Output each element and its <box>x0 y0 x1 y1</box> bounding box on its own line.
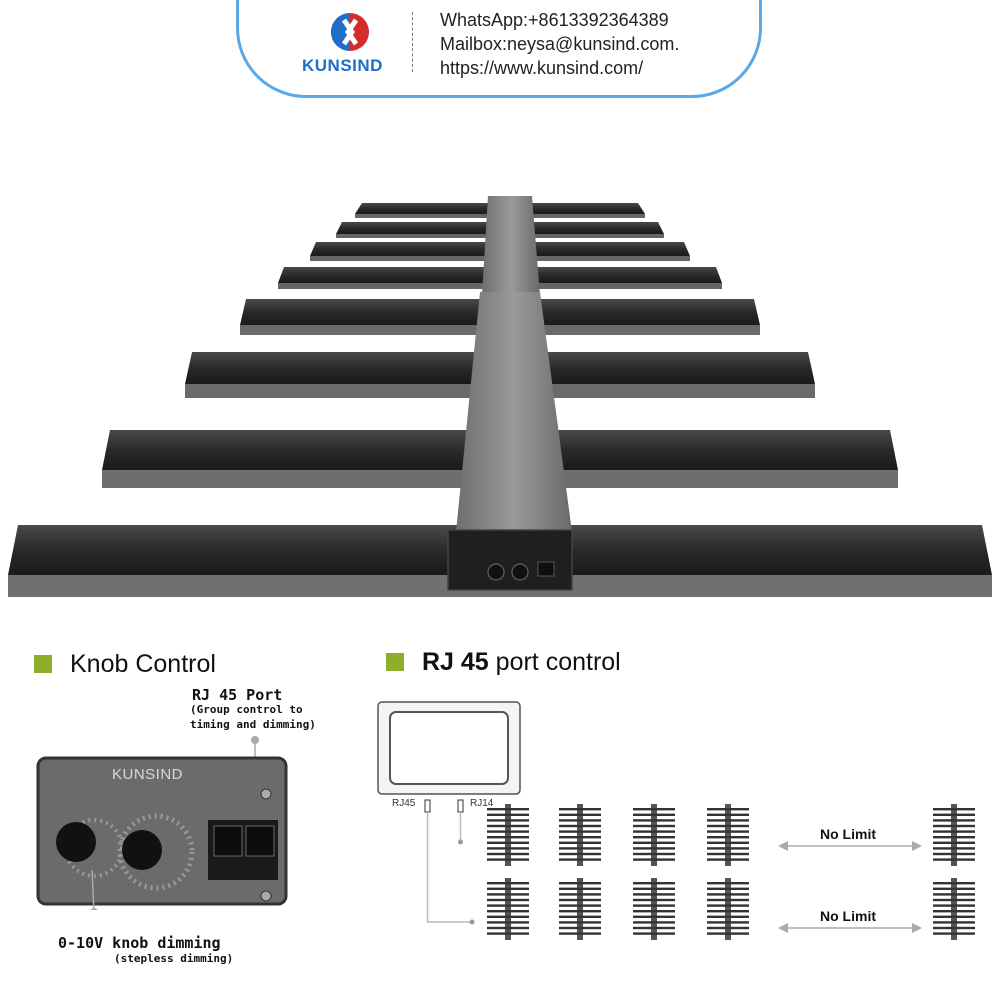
mailbox-text: Mailbox:neysa@kunsind.com. <box>440 34 680 54</box>
controller-screen <box>389 711 509 785</box>
knob-dimming-desc: (stepless dimming) <box>114 952 234 965</box>
rj45-port-desc-1: (Group control to <box>190 703 303 716</box>
knob-control-heading: Knob Control <box>34 650 216 679</box>
screw-icon <box>260 788 272 800</box>
fixture-icon <box>559 804 601 866</box>
bullet-square-icon <box>386 653 404 671</box>
rj45-title-bold: RJ 45 <box>422 648 489 676</box>
rj45-port-label: RJ 45 Port <box>192 686 283 704</box>
rj45-connector-label: RJ45 <box>392 798 416 809</box>
no-limit-label-2: No Limit <box>820 908 876 924</box>
rj45-socket-icon <box>245 825 275 857</box>
header-banner <box>236 0 762 98</box>
bullet-square-icon <box>34 655 52 673</box>
rj45-wiring-diagram <box>377 701 975 940</box>
fixture-icon <box>633 804 675 866</box>
fixture-icon <box>707 804 749 866</box>
knob-dimming-label: 0-10V knob dimming <box>58 934 221 952</box>
header-divider <box>412 12 413 72</box>
fixture-icon <box>559 878 601 940</box>
panel-brand-text: KUNSIND <box>112 766 184 783</box>
fixture-icon <box>487 878 529 940</box>
kunsind-logo <box>331 13 369 51</box>
rj45-port-desc-2: timing and dimming) <box>190 718 316 731</box>
no-limit-label-1: No Limit <box>820 826 876 842</box>
fixture-icon <box>487 804 529 866</box>
website-link[interactable]: https://www.kunsind.com/ <box>440 58 644 78</box>
screw-icon <box>260 890 272 902</box>
fixture-icon <box>633 878 675 940</box>
fixture-icon <box>933 878 975 940</box>
brand-name: KUNSIND <box>302 56 383 75</box>
knob-control-title: Knob Control <box>70 650 216 678</box>
dimming-knob-icon[interactable] <box>122 830 162 870</box>
whatsapp-text: WhatsApp:+8613392364389 <box>440 10 669 30</box>
led-grow-light-image <box>8 196 992 597</box>
knob-panel-image <box>36 736 288 910</box>
fixture-icon <box>933 804 975 866</box>
rj45-control-heading: RJ 45 port control <box>386 648 621 677</box>
rj45-title-rest: port control <box>488 648 621 676</box>
driver-spine <box>447 196 573 591</box>
fixture-icon <box>707 878 749 940</box>
dimming-knob-icon[interactable] <box>56 822 96 862</box>
rj14-connector-label: RJ14 <box>470 798 494 809</box>
rj45-port-icon <box>537 561 555 577</box>
knob-port-icon <box>487 563 505 581</box>
rj45-socket-icon <box>213 825 243 857</box>
knob-port-icon <box>511 563 529 581</box>
